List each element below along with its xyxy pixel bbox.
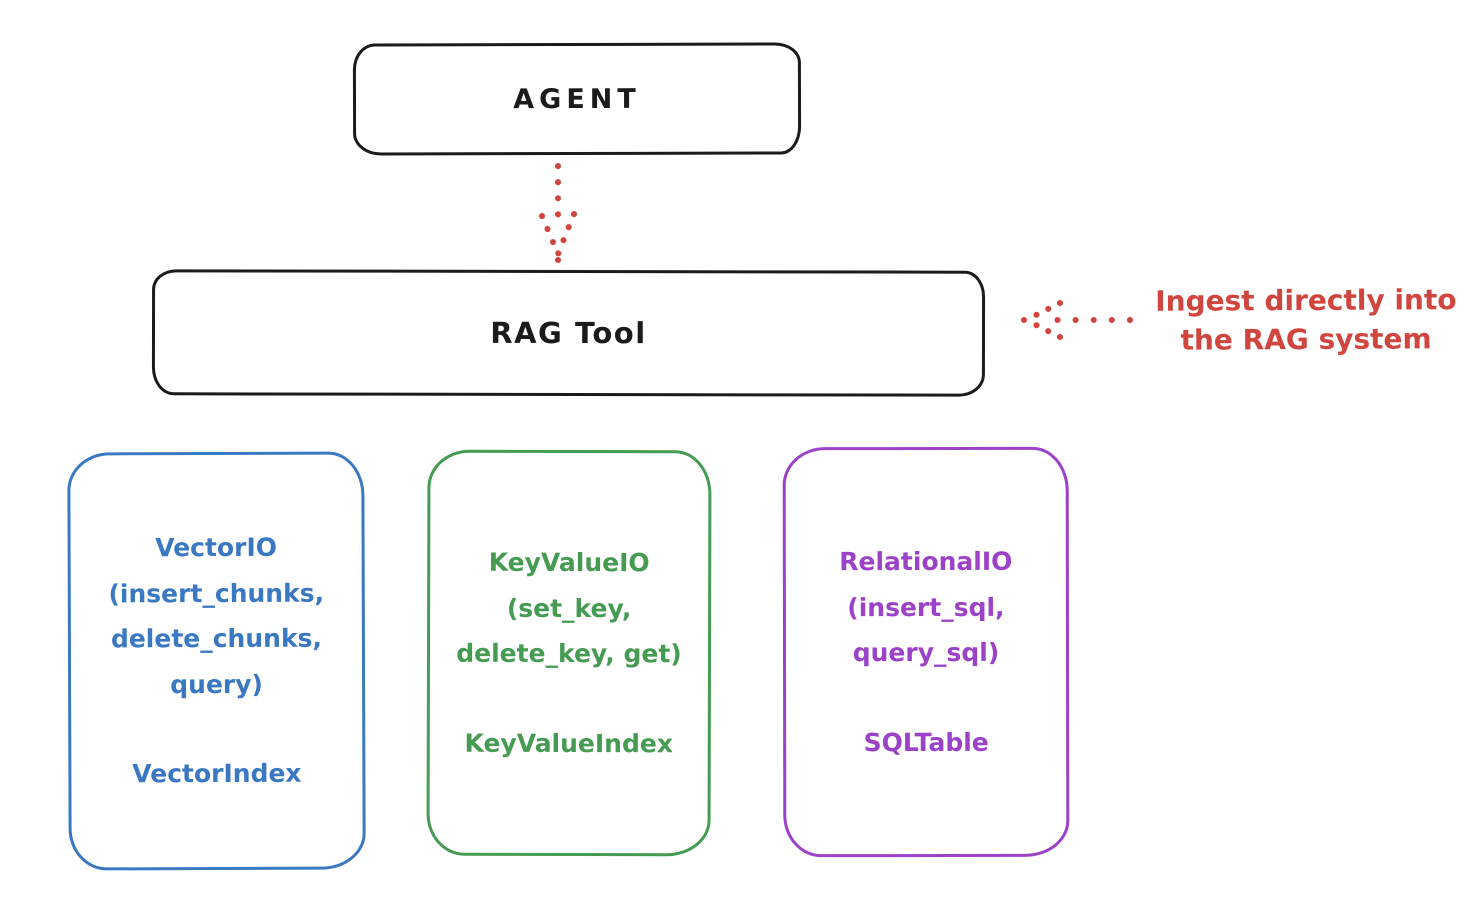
sqltable-label: SQLTable: [863, 727, 989, 757]
keyvalue-io-box: KeyValueIO (set_key, delete_key, get) Ke…: [426, 449, 712, 857]
relational-io-box: RelationalIO (insert_sql, query_sql) SQL…: [782, 446, 1070, 858]
agent-label: AGENT: [513, 83, 641, 115]
relational-io-ops: RelationalIO (insert_sql, query_sql): [839, 546, 1013, 668]
ingest-annotation: Ingest directly into the RAG system: [1136, 281, 1476, 360]
agent-box: AGENT: [352, 42, 802, 156]
keyvalue-io-ops: KeyValueIO (set_key, delete_key, get): [456, 547, 682, 669]
rag-tool-label: RAG Tool: [490, 315, 647, 351]
vector-index-label: VectorIndex: [132, 758, 302, 789]
vector-io-box: VectorIO (insert_chunks, delete_chunks, …: [67, 451, 366, 871]
keyvalue-index-label: KeyValueIndex: [464, 728, 674, 758]
ingest-annotation-line1: Ingest directly into: [1155, 283, 1457, 318]
ingest-arrow-icon: [1021, 300, 1133, 340]
ingest-annotation-line2: the RAG system: [1180, 321, 1432, 357]
arrow-agent-to-ragtool-icon: [539, 163, 577, 263]
rag-tool-box: RAG Tool: [151, 269, 986, 397]
vector-io-ops: VectorIO (insert_chunks, delete_chunks, …: [108, 533, 325, 699]
